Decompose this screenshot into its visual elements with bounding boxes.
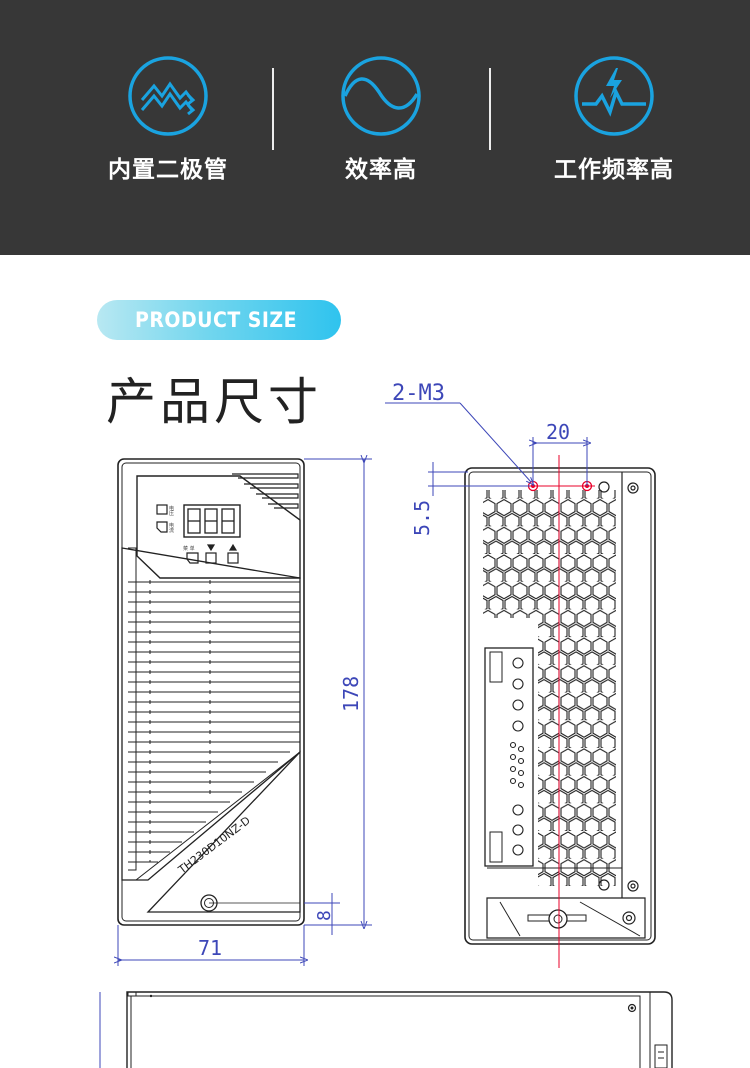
section-pill: PRODUCT SIZE	[97, 300, 341, 340]
svg-text:电: 电	[169, 505, 174, 512]
dim-screw-label: 2-M3	[392, 381, 445, 406]
dim-bottom-offset: 8	[314, 910, 335, 921]
heatsink-fins	[128, 580, 300, 863]
diode-wave-icon	[128, 56, 208, 136]
dim-hole-spacing: 20	[546, 420, 570, 444]
panel-buttons: 菜 单	[183, 543, 239, 564]
page-title: 产品尺寸	[106, 373, 322, 431]
feature-banner: 内置二极管 效率高 工作频率高	[0, 0, 750, 255]
front-dimensions	[118, 459, 372, 966]
dim-hole-offset: 5.5	[410, 500, 434, 536]
pulse-bolt-icon	[574, 56, 654, 136]
seven-segment-display	[187, 508, 235, 534]
feature-efficiency: 效率高	[271, 54, 491, 184]
side-view	[464, 467, 656, 945]
svg-text:电: 电	[169, 522, 174, 529]
side-dimensions	[385, 402, 587, 496]
svg-text:流: 流	[169, 527, 174, 534]
svg-text:菜 单: 菜 单	[183, 545, 195, 552]
sine-wave-icon	[341, 56, 421, 136]
top-view	[99, 991, 673, 1068]
feature-divider	[272, 68, 274, 150]
dim-width: 71	[198, 936, 222, 960]
feature-label-frequency: 工作频率高	[554, 157, 674, 183]
feature-label-diode: 内置二极管	[108, 157, 228, 183]
front-view: 电压 电流 菜 单	[117, 458, 305, 926]
centerlines	[525, 455, 595, 968]
feature-label-efficiency: 效率高	[345, 157, 417, 183]
feature-frequency: 工作频率高	[504, 54, 724, 184]
feature-divider	[489, 68, 491, 150]
dim-height: 178	[339, 676, 363, 712]
svg-text:压: 压	[169, 511, 174, 517]
feature-diode: 内置二极管	[58, 54, 278, 184]
